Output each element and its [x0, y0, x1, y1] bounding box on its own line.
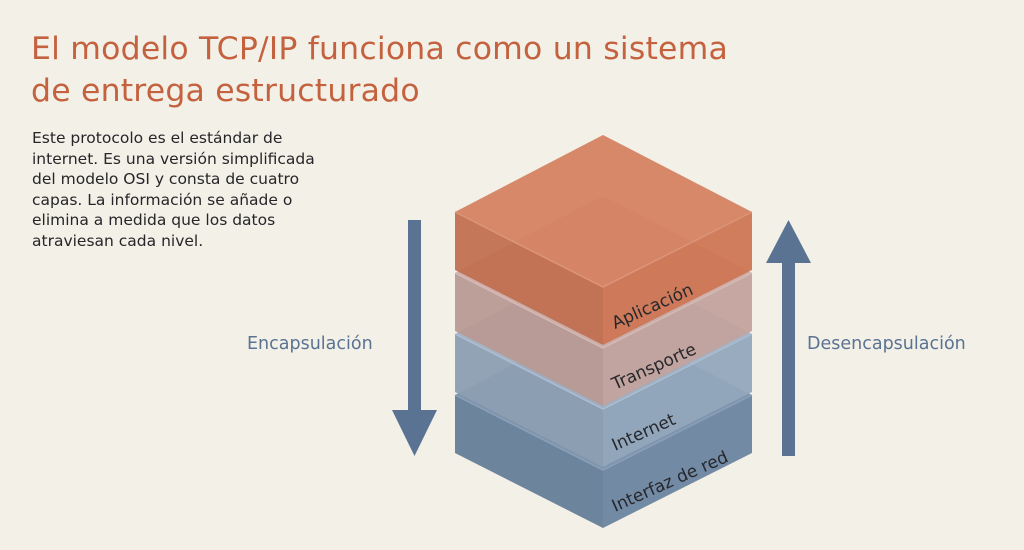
description-text: Este protocolo es el estándar de interne…: [32, 129, 315, 250]
title-line-2: de entrega estructurado: [31, 73, 420, 109]
encapsulation-label: Encapsulación: [247, 334, 373, 354]
encapsulation-down-arrow-icon: [392, 220, 437, 456]
decapsulation-up-arrow-icon: [766, 220, 811, 456]
title-line-1: El modelo TCP/IP funciona como un sistem…: [31, 31, 728, 67]
page-title: El modelo TCP/IP funciona como un sistem…: [31, 28, 728, 112]
layer-stack: Interfaz de redInternetTransporteAplicac…: [454, 135, 753, 528]
decapsulation-label: Desencapsulación: [807, 334, 966, 354]
